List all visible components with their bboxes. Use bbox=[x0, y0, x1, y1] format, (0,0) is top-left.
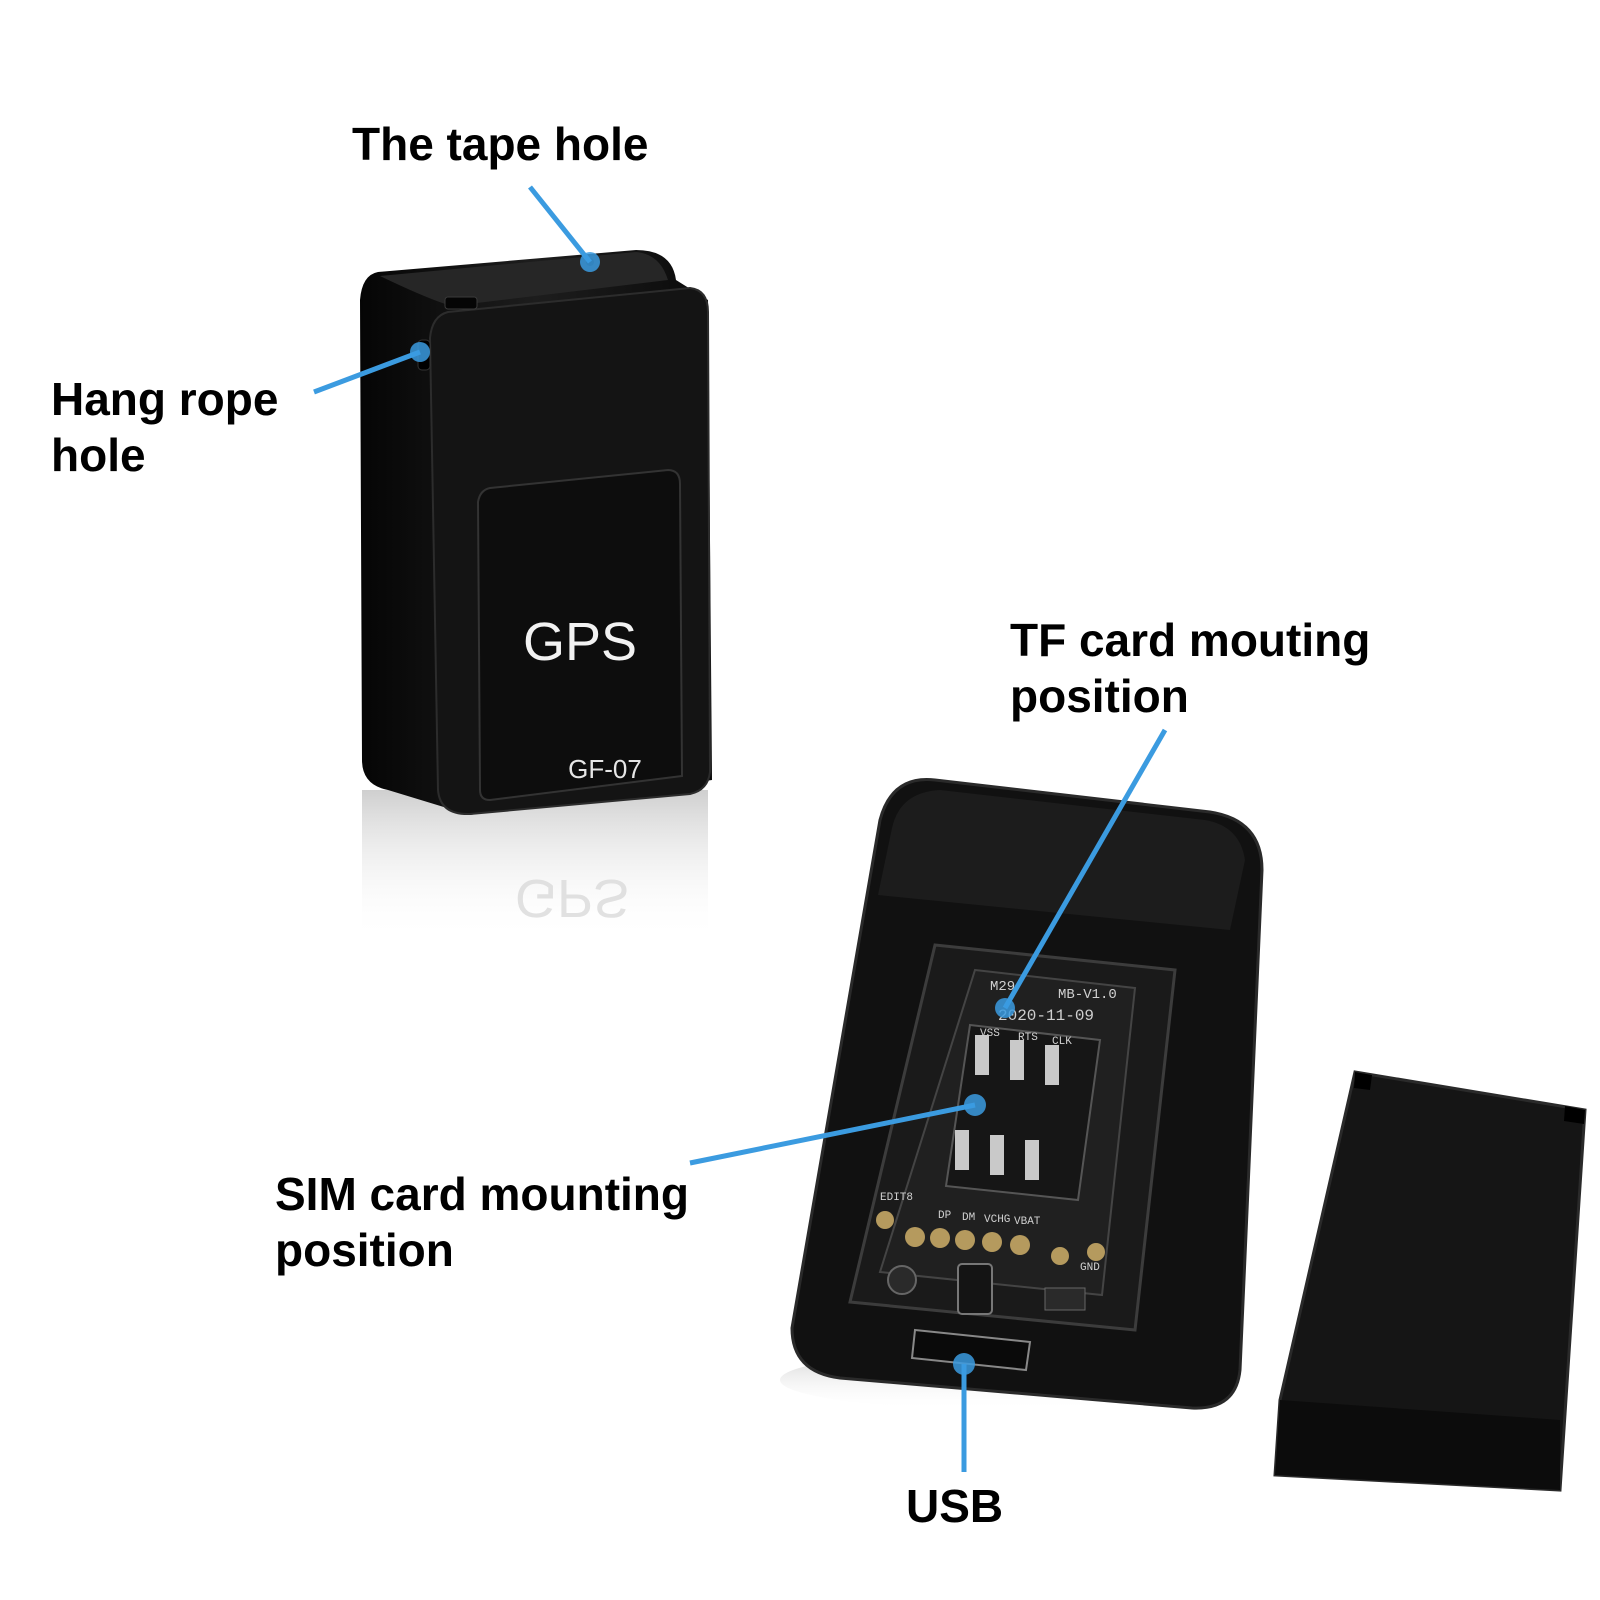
pcb-pin-label: DP bbox=[938, 1210, 952, 1222]
sim-contacts bbox=[955, 1035, 1059, 1180]
usb-port bbox=[910, 1328, 1032, 1372]
pcb-pin-label: VCHG bbox=[984, 1214, 1010, 1226]
pcb-pad-label: GND bbox=[1080, 1262, 1100, 1274]
pcb-silkscreen: M29 MB-V1.0 2020-11-09 VSS RTS CLK EDIT8… bbox=[880, 979, 1117, 1274]
leader-line-hang-rope bbox=[313, 349, 421, 395]
marker-dot bbox=[995, 998, 1015, 1018]
solder-pad bbox=[1051, 1247, 1069, 1265]
callout-text-line2: hole bbox=[51, 429, 146, 481]
sim-contact bbox=[1010, 1040, 1024, 1080]
solder-pad bbox=[982, 1232, 1002, 1252]
pcb-pad-label: EDIT8 bbox=[880, 1192, 913, 1204]
sim-contact bbox=[975, 1035, 989, 1075]
device-reflection bbox=[362, 790, 708, 940]
pcb-date: 2020-11-09 bbox=[998, 1007, 1094, 1025]
leader-line-tape-hole bbox=[528, 185, 592, 264]
pcb-component bbox=[1044, 1287, 1086, 1311]
callout-text: USB bbox=[906, 1480, 1004, 1532]
solder-pad bbox=[1087, 1243, 1105, 1261]
callout-tf-card: TF card mouting position bbox=[1010, 612, 1370, 724]
device-gps-label: GPS bbox=[523, 612, 637, 672]
solder-pad bbox=[955, 1230, 975, 1250]
sim-contact bbox=[1025, 1140, 1039, 1180]
pcb-pin-label: VBAT bbox=[1014, 1216, 1041, 1228]
callout-hang-rope-hole: Hang rope hole bbox=[51, 371, 278, 483]
callout-text: The tape hole bbox=[352, 118, 649, 170]
cover-lip bbox=[1275, 1400, 1560, 1490]
microphone-icon bbox=[957, 1263, 993, 1315]
top-slot-icon bbox=[444, 296, 478, 310]
sim-contact bbox=[1045, 1045, 1059, 1085]
reflection-gps-text: GPS bbox=[515, 868, 629, 928]
solder-pad bbox=[876, 1211, 894, 1229]
solder-pad bbox=[930, 1228, 950, 1248]
cover-tab bbox=[1564, 1106, 1585, 1124]
callout-text-line1: Hang rope bbox=[51, 373, 279, 425]
marker-dot bbox=[953, 1353, 975, 1375]
leader-lines bbox=[313, 185, 1168, 1472]
device-battery-cover bbox=[476, 468, 684, 802]
callout-text-line2: position bbox=[1010, 670, 1189, 722]
gps-tracker-open: M29 MB-V1.0 2020-11-09 VSS RTS CLK EDIT8… bbox=[780, 778, 1264, 1410]
device-top-rim bbox=[878, 790, 1245, 930]
sim-contact bbox=[955, 1130, 969, 1170]
callout-tape-hole: The tape hole bbox=[352, 116, 648, 172]
callout-text-line1: TF card mouting bbox=[1010, 614, 1371, 666]
pcb-pin-label: DM bbox=[962, 1212, 975, 1224]
callout-text-line2: position bbox=[275, 1224, 454, 1276]
pcb-board-id: M29 bbox=[990, 979, 1015, 995]
sim-contact bbox=[990, 1135, 1004, 1175]
device-model-label: GF-07 bbox=[568, 754, 642, 784]
detached-cover bbox=[1273, 1070, 1587, 1492]
callout-text-line1: SIM card mounting bbox=[275, 1168, 689, 1220]
solder-pads bbox=[876, 1211, 1105, 1265]
pcb-version: MB-V1.0 bbox=[1058, 987, 1117, 1003]
pcb-pin-label: VSS bbox=[980, 1028, 1000, 1040]
pcb-pin-label: RTS bbox=[1018, 1032, 1038, 1044]
cover-tab bbox=[1354, 1072, 1372, 1090]
leader-line-tf-card bbox=[1002, 728, 1168, 1010]
marker-dot bbox=[580, 252, 600, 272]
marker-dot bbox=[410, 342, 430, 362]
solder-pad bbox=[1010, 1235, 1030, 1255]
reset-button-icon bbox=[887, 1265, 917, 1295]
solder-pad bbox=[905, 1227, 925, 1247]
pcb-pin-label: CLK bbox=[1052, 1036, 1072, 1048]
marker-dot bbox=[964, 1094, 986, 1116]
callout-sim-card: SIM card mounting position bbox=[275, 1166, 689, 1278]
callout-usb: USB bbox=[906, 1478, 1003, 1534]
leader-line-sim-card bbox=[689, 1102, 976, 1166]
gps-tracker-front: GPS GPS GF-07 bbox=[360, 250, 712, 940]
